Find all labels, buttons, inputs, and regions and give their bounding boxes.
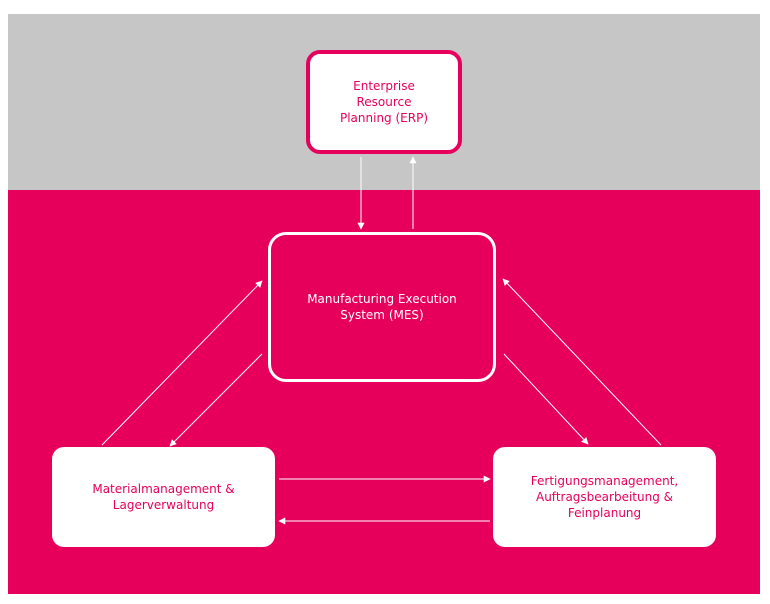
erp-node: Enterprise Resource Planning (ERP) bbox=[306, 50, 462, 154]
arrow-mes-to-material bbox=[169, 353, 263, 447]
erp-node-label: Enterprise Resource Planning (ERP) bbox=[339, 79, 429, 125]
mes-node: Manufacturing Execution System (MES) bbox=[268, 232, 496, 382]
material-management-node: Materialmanagement & Lagerverwaltung bbox=[52, 447, 275, 547]
production-management-node: Fertigungsmanagement, Auftragsbearbeitun… bbox=[493, 447, 716, 547]
production-management-label: Fertigungsmanagement, Auftragsbearbeitun… bbox=[530, 474, 679, 520]
arrow-material-to-mes bbox=[101, 280, 263, 446]
arrow-production-to-mes bbox=[502, 278, 662, 446]
mes-node-label: Manufacturing Execution System (MES) bbox=[307, 292, 457, 322]
material-management-label: Materialmanagement & Lagerverwaltung bbox=[92, 482, 235, 512]
arrow-mes-to-production bbox=[503, 353, 589, 445]
